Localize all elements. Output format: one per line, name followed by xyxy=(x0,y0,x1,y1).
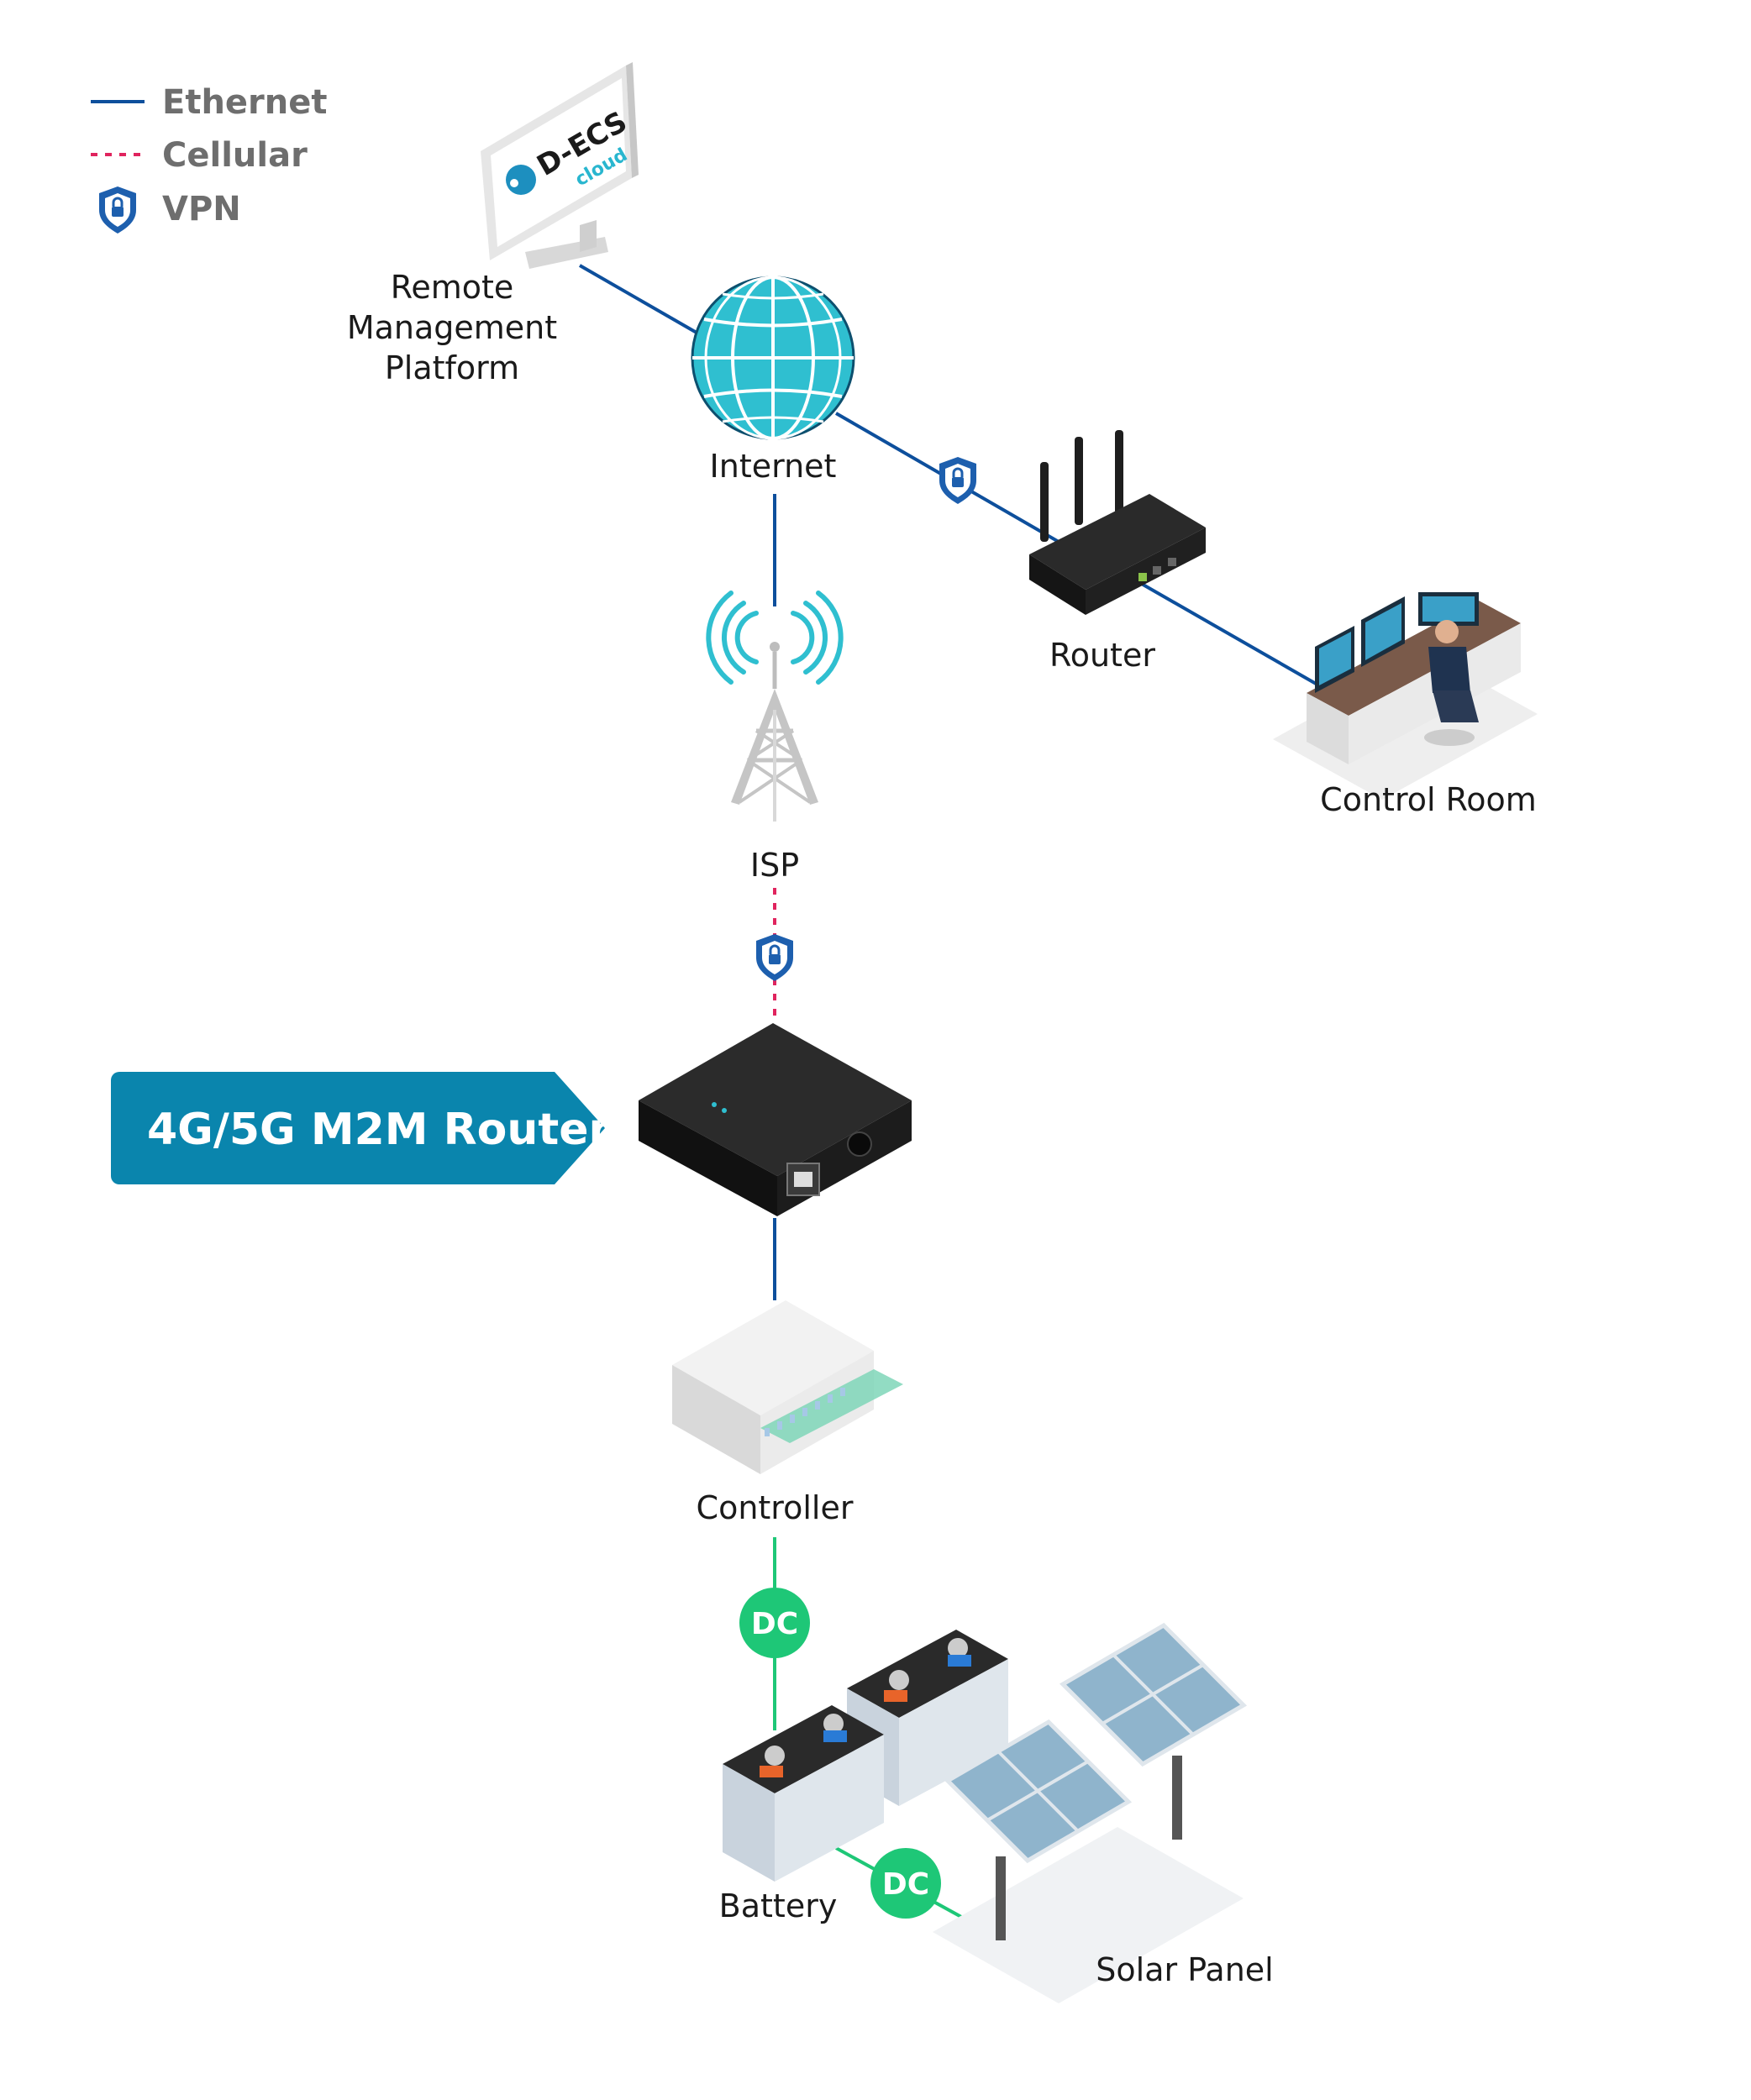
link-router-controlroom xyxy=(1133,578,1318,686)
m2m-router-icon xyxy=(639,1023,912,1216)
legend-ethernet-label: Ethernet xyxy=(162,83,328,122)
remote-platform-line1: Remote xyxy=(391,269,514,306)
dc-badge-label-2: DC xyxy=(882,1867,929,1902)
remote-platform-label: Remote Management Platform xyxy=(347,269,557,386)
vpn-shield-icon-internet-router xyxy=(938,455,978,506)
solar-panel-icon xyxy=(933,1622,1248,2003)
battery-label: Battery xyxy=(719,1887,838,1924)
dc-badge-label-1: DC xyxy=(751,1607,798,1641)
remote-platform-line2: Management xyxy=(347,309,557,346)
monitor-icon: D-ECS cloud xyxy=(481,62,639,269)
vpn-shield-icon-cellular xyxy=(755,932,795,983)
legend-cellular-label: Cellular xyxy=(162,136,308,175)
controller-icon xyxy=(672,1300,903,1474)
m2m-router-banner: 4G/5G M2M Router xyxy=(111,1072,611,1184)
dc-badge-battery-solar: DC xyxy=(870,1848,941,1919)
legend-vpn-label: VPN xyxy=(162,190,241,228)
internet-label: Internet xyxy=(710,448,837,485)
remote-platform-line3: Platform xyxy=(385,349,519,386)
globe-icon xyxy=(691,276,855,440)
link-platform-internet xyxy=(579,264,703,338)
legend-vpn-shield-icon xyxy=(97,185,138,235)
battery-icon xyxy=(723,1630,1008,1882)
dc-badge-controller-battery: DC xyxy=(739,1588,810,1658)
m2m-router-label: 4G/5G M2M Router xyxy=(147,1105,611,1155)
router-icon xyxy=(1029,430,1206,615)
isp-label: ISP xyxy=(750,847,799,884)
control-room-icon xyxy=(1273,592,1538,800)
legend: Ethernet Cellular VPN xyxy=(91,83,328,235)
controller-label: Controller xyxy=(697,1489,854,1526)
cell-tower-icon xyxy=(706,591,844,822)
router-label: Router xyxy=(1049,637,1155,674)
solar-panel-label: Solar Panel xyxy=(1096,1951,1273,1988)
control-room-label: Control Room xyxy=(1320,781,1537,818)
